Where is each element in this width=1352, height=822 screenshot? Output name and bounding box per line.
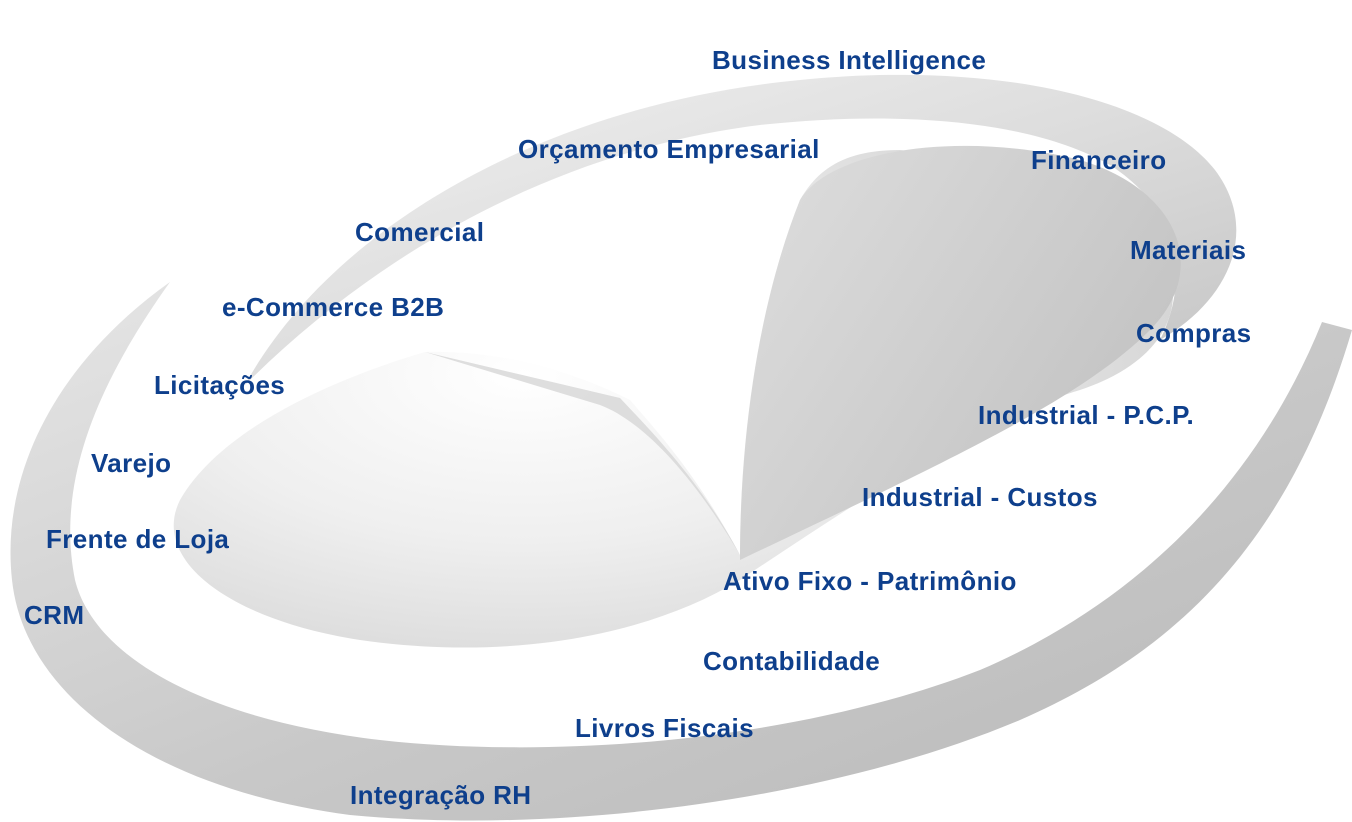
module-label-industrial-custos[interactable]: Industrial - Custos bbox=[862, 482, 1098, 512]
module-label-frente-de-loja[interactable]: Frente de Loja bbox=[46, 524, 230, 554]
module-label-e-commerce-b2b[interactable]: e-Commerce B2B bbox=[222, 292, 445, 322]
module-label-financeiro[interactable]: Financeiro bbox=[1031, 145, 1167, 175]
module-label-crm[interactable]: CRM bbox=[24, 600, 85, 630]
module-label-industrial-pcp[interactable]: Industrial - P.C.P. bbox=[978, 400, 1195, 430]
module-label-business-intelligence[interactable]: Business Intelligence bbox=[712, 45, 987, 75]
module-label-contabilidade[interactable]: Contabilidade bbox=[703, 646, 881, 676]
module-label-livros-fiscais[interactable]: Livros Fiscais bbox=[575, 713, 755, 743]
module-label-compras[interactable]: Compras bbox=[1136, 318, 1252, 348]
module-label-orcamento-empresarial[interactable]: Orçamento Empresarial bbox=[518, 134, 820, 164]
module-label-ativo-fixo-patrimonio[interactable]: Ativo Fixo - Patrimônio bbox=[723, 566, 1017, 596]
right-lobe bbox=[740, 145, 1181, 560]
notch-shadow bbox=[425, 352, 740, 555]
module-label-comercial[interactable]: Comercial bbox=[355, 217, 485, 247]
outer-swoosh bbox=[10, 282, 1352, 821]
module-label-integracao-rh[interactable]: Integração RH bbox=[350, 780, 532, 810]
inner-swoosh bbox=[245, 74, 1237, 386]
module-label-licitacoes[interactable]: Licitações bbox=[154, 370, 286, 400]
module-label-materiais[interactable]: Materiais bbox=[1130, 235, 1247, 265]
module-label-varejo[interactable]: Varejo bbox=[91, 448, 172, 478]
